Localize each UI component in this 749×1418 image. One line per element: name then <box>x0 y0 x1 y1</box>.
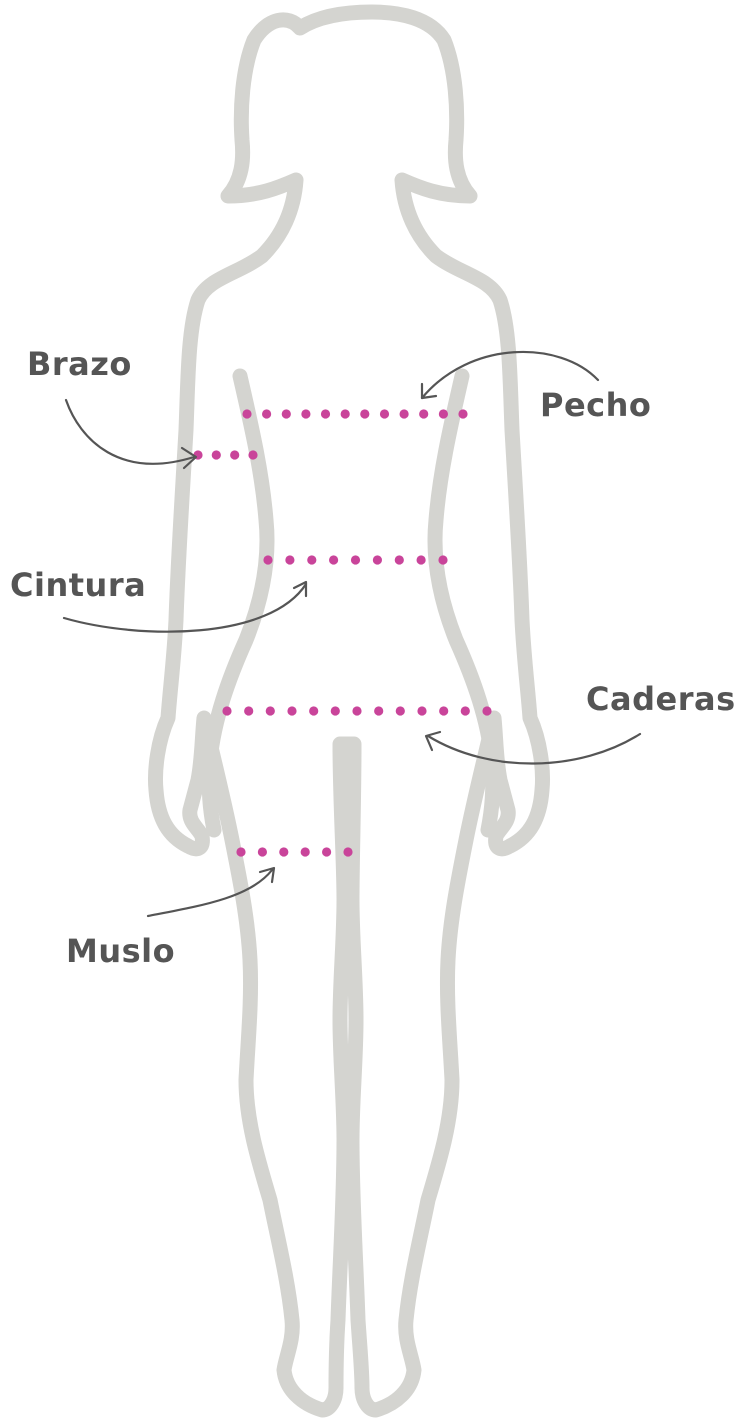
measurement-dot <box>309 706 318 715</box>
measurement-dot <box>341 409 350 418</box>
measurement-dot <box>396 706 405 715</box>
pecho-label: Pecho <box>540 389 651 421</box>
muslo-dots <box>236 847 352 856</box>
measurement-dot <box>242 409 251 418</box>
measurement-dot <box>482 706 491 715</box>
brazo-dots <box>193 450 257 459</box>
measurement-dot <box>329 555 338 564</box>
muslo-arrow <box>148 870 272 916</box>
measurement-dot <box>417 555 426 564</box>
measurement-dot <box>417 706 426 715</box>
measurement-dot <box>222 706 231 715</box>
measurement-dot <box>373 555 382 564</box>
measurement-dot <box>360 409 369 418</box>
brazo-arrow <box>66 400 194 464</box>
measurement-dot <box>262 409 271 418</box>
measurement-dot <box>244 706 253 715</box>
caderas-label: Caderas <box>586 683 736 715</box>
cintura-dots <box>263 555 447 564</box>
measurement-dot <box>279 847 288 856</box>
measurement-dot <box>301 409 310 418</box>
cintura-label: Cintura <box>10 569 146 601</box>
pecho-dots <box>242 409 467 418</box>
measurement-dot <box>352 706 361 715</box>
measurement-dot <box>248 450 257 459</box>
measurement-dot <box>439 409 448 418</box>
cintura-arrowhead <box>294 582 306 596</box>
measurement-dot <box>258 847 267 856</box>
measurement-dot <box>266 706 275 715</box>
measurement-dot <box>321 409 330 418</box>
measurement-dot <box>212 450 221 459</box>
measurement-dot <box>351 555 360 564</box>
measurement-dot <box>461 706 470 715</box>
measurement-dot <box>374 706 383 715</box>
measurement-dot <box>322 847 331 856</box>
measurement-dot <box>236 847 245 856</box>
measurement-dot <box>439 706 448 715</box>
measurement-dot <box>419 409 428 418</box>
measurement-dot <box>263 555 272 564</box>
measurement-dot <box>230 450 239 459</box>
measurement-dot <box>301 847 310 856</box>
measurement-dot <box>438 555 447 564</box>
measurement-dot <box>282 409 291 418</box>
measurement-dot <box>287 706 296 715</box>
measurement-dot <box>285 555 294 564</box>
caderas-dots <box>222 706 491 715</box>
brazo-label: Brazo <box>27 348 132 380</box>
measurement-dot <box>307 555 316 564</box>
measurement-dot <box>400 409 409 418</box>
measurement-dot <box>343 847 352 856</box>
measurement-dot <box>331 706 340 715</box>
measurement-dot <box>395 555 404 564</box>
measurement-dot <box>458 409 467 418</box>
muslo-label: Muslo <box>66 935 175 967</box>
measurement-dot <box>380 409 389 418</box>
